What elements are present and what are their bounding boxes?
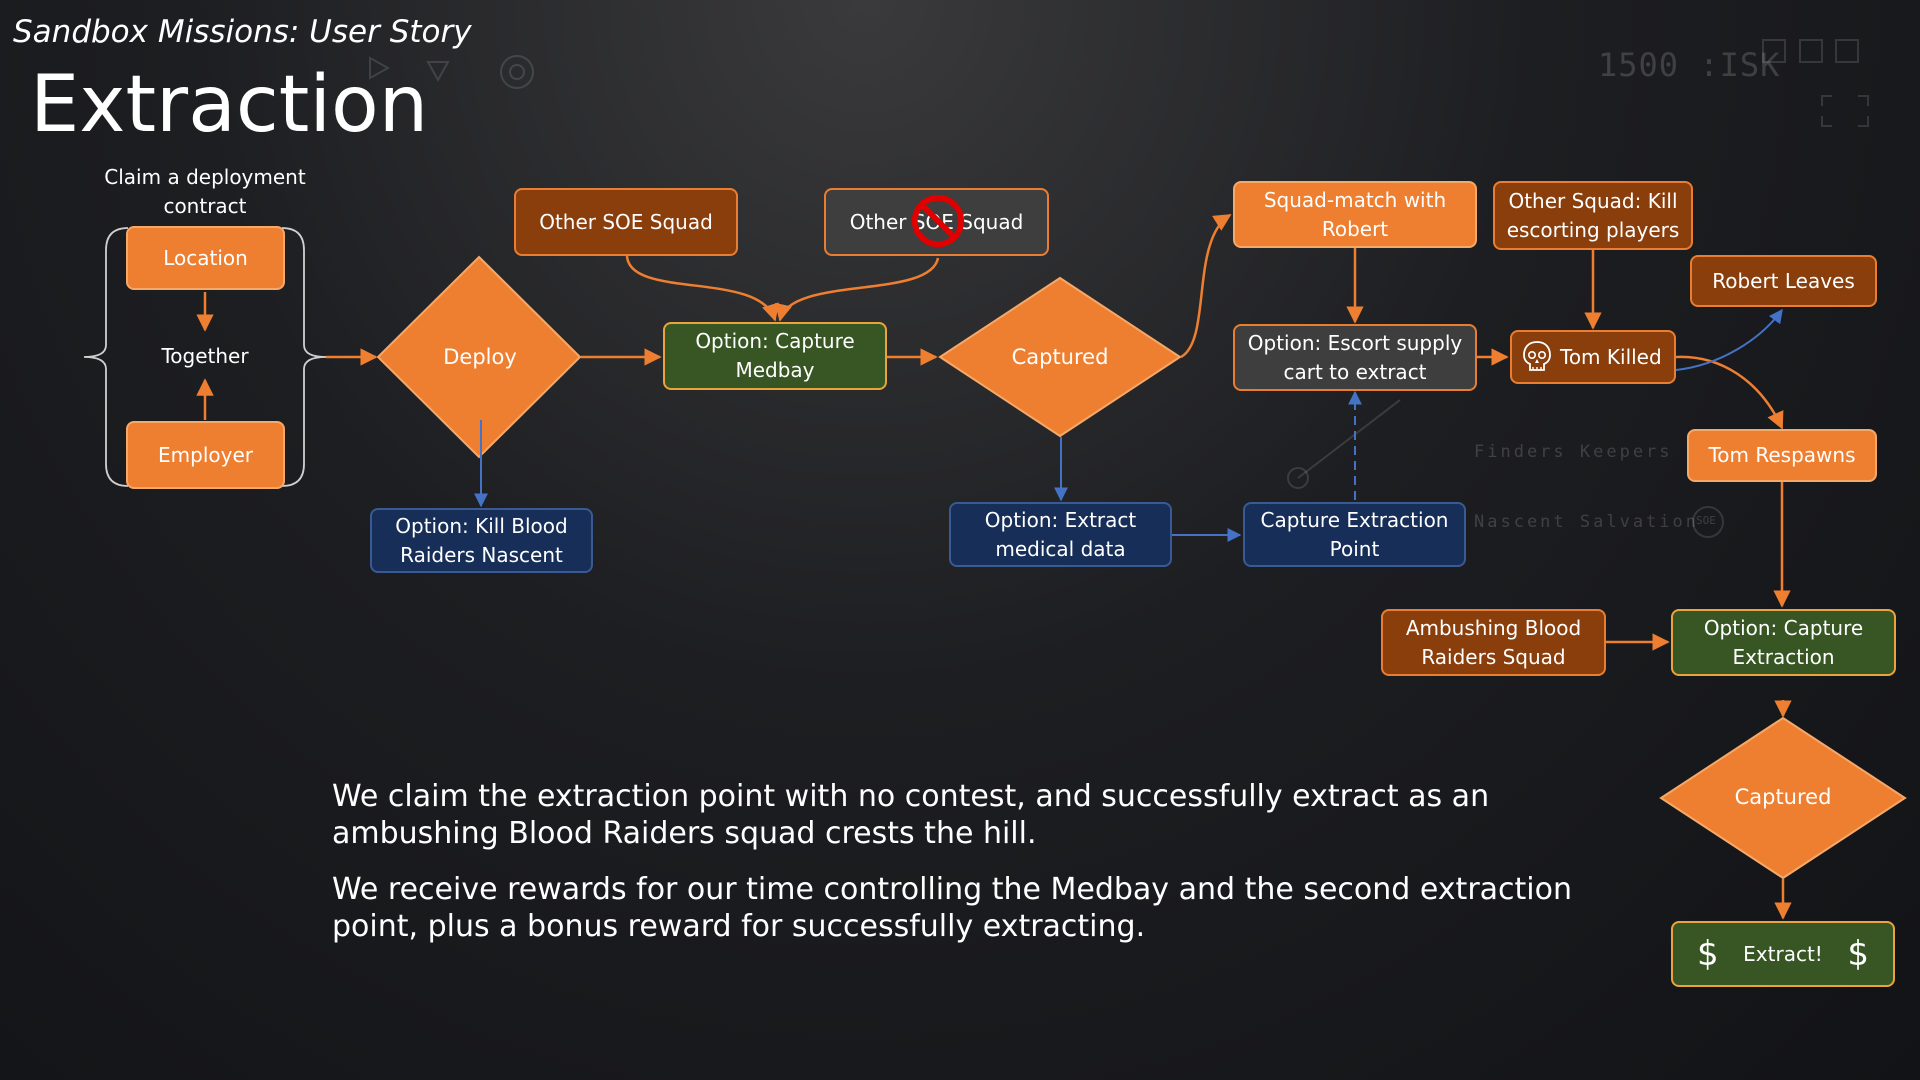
group-bracket-right xyxy=(281,227,327,487)
group-bracket-left xyxy=(83,227,129,487)
other-soe-squad-box: Other SOE Squad xyxy=(514,188,738,256)
finders-keepers-label: Finders Keepers xyxy=(1474,442,1673,462)
claim-contract-label: Claim a deployment contract xyxy=(104,165,306,218)
slide-subtitle: Sandbox Missions: User Story xyxy=(13,14,472,50)
nascent-salvation-label: Nascent Salvation xyxy=(1474,512,1699,532)
arrow-tomkilled-robertleaves xyxy=(1675,308,1783,371)
arrow-blocked-medbay xyxy=(774,257,940,322)
captured-label-1: Captured xyxy=(1011,345,1109,369)
skull-icon xyxy=(1523,341,1551,371)
arrow-captured-squadmatch xyxy=(1180,213,1232,359)
prohibited-icon xyxy=(911,194,965,248)
capture-extraction-box: Option: Capture Extraction xyxy=(1671,609,1896,676)
employer-box: Employer xyxy=(126,421,285,489)
ambushing-squad-box: Ambushing Blood Raiders Squad xyxy=(1381,609,1606,676)
tom-killed-box: Tom Killed xyxy=(1510,330,1676,384)
deploy-label: Deploy xyxy=(443,345,517,369)
captured-diamond-1 xyxy=(938,276,1182,438)
narrative-paragraph-1: We claim the extraction point with no co… xyxy=(332,779,1490,851)
kill-blood-raiders-box: Option: Kill Blood Raiders Nascent xyxy=(370,508,593,573)
extract-box: $ Extract! $ xyxy=(1671,921,1895,987)
extract-medical-box: Option: Extract medical data xyxy=(949,502,1172,567)
arrow-tomkilled-respawns xyxy=(1675,355,1784,430)
capture-medbay-box: Option: Capture Medbay xyxy=(663,322,887,390)
extract-label: Extract! xyxy=(1743,941,1823,966)
tom-respawns-box: Tom Respawns xyxy=(1687,429,1877,482)
together-label: Together xyxy=(161,344,249,368)
arrow-soe-medbay xyxy=(625,255,779,322)
narrative-paragraph-2: We receive rewards for our time controll… xyxy=(332,872,1572,944)
location-box: Location xyxy=(126,226,285,290)
soe-badge: SOE xyxy=(1696,514,1716,527)
tom-killed-label: Tom Killed xyxy=(1560,344,1662,369)
captured-diamond-2 xyxy=(1659,716,1907,880)
escort-cart-box: Option: Escort supply cart to extract xyxy=(1233,324,1477,391)
capture-extraction-point-box: Capture Extraction Point xyxy=(1243,502,1466,567)
deploy-diamond xyxy=(376,255,582,459)
other-squad-kill-box: Other Squad: Kill escorting players xyxy=(1493,181,1693,250)
captured-label-2: Captured xyxy=(1734,785,1832,809)
isk-readout: 1500 :ISK xyxy=(1598,46,1781,84)
slide-title: Extraction xyxy=(30,60,429,150)
dollar-icon-left: $ xyxy=(1697,933,1719,974)
dollar-icon-right: $ xyxy=(1847,933,1869,974)
squad-match-box: Squad-match with Robert xyxy=(1233,181,1477,248)
robert-leaves-box: Robert Leaves xyxy=(1690,255,1877,307)
